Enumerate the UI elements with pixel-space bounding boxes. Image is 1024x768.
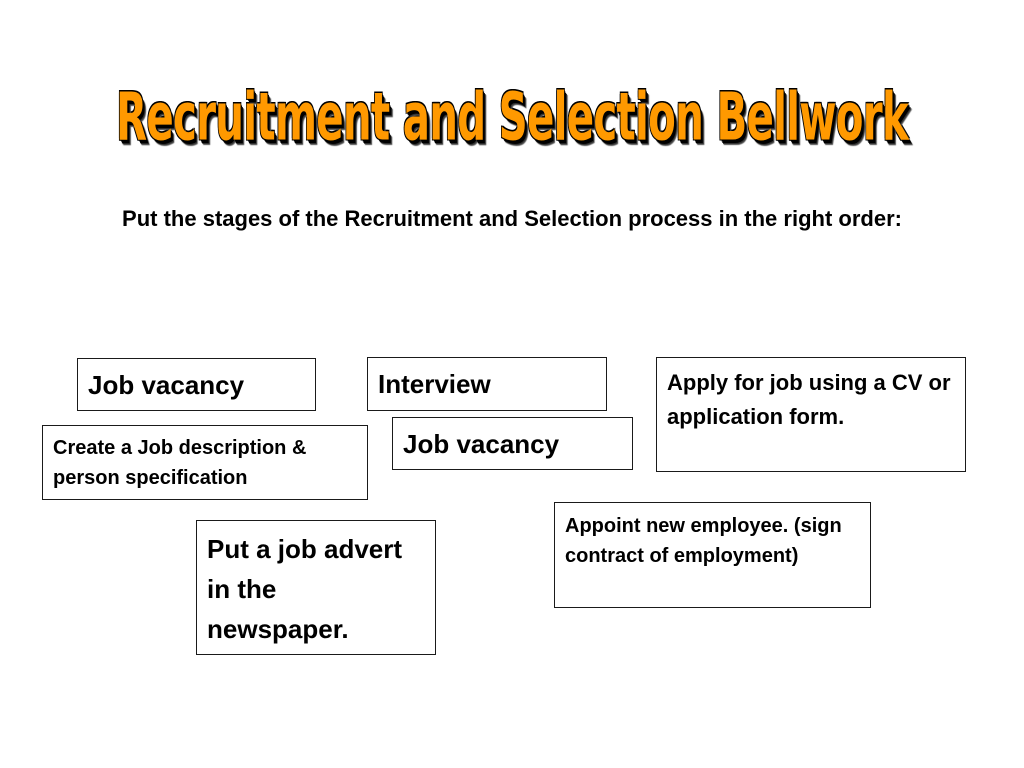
card-interview[interactable]: Interview: [367, 357, 607, 411]
slide-title: Recruitment and Selection Bellwork: [115, 78, 909, 156]
card-apply-for-job[interactable]: Apply for job using a CV or application …: [656, 357, 966, 472]
card-appoint-employee[interactable]: Appoint new employee. (sign contract of …: [554, 502, 871, 608]
instruction-text: Put the stages of the Recruitment and Se…: [122, 206, 902, 231]
card-job-description[interactable]: Create a Job description & person specif…: [42, 425, 368, 500]
title-container: Recruitment and Selection Bellwork: [60, 62, 964, 172]
card-job-advert[interactable]: Put a job advert in the newspaper.: [196, 520, 436, 655]
card-job-vacancy-1[interactable]: Job vacancy: [77, 358, 316, 411]
card-job-vacancy-2[interactable]: Job vacancy: [392, 417, 633, 470]
